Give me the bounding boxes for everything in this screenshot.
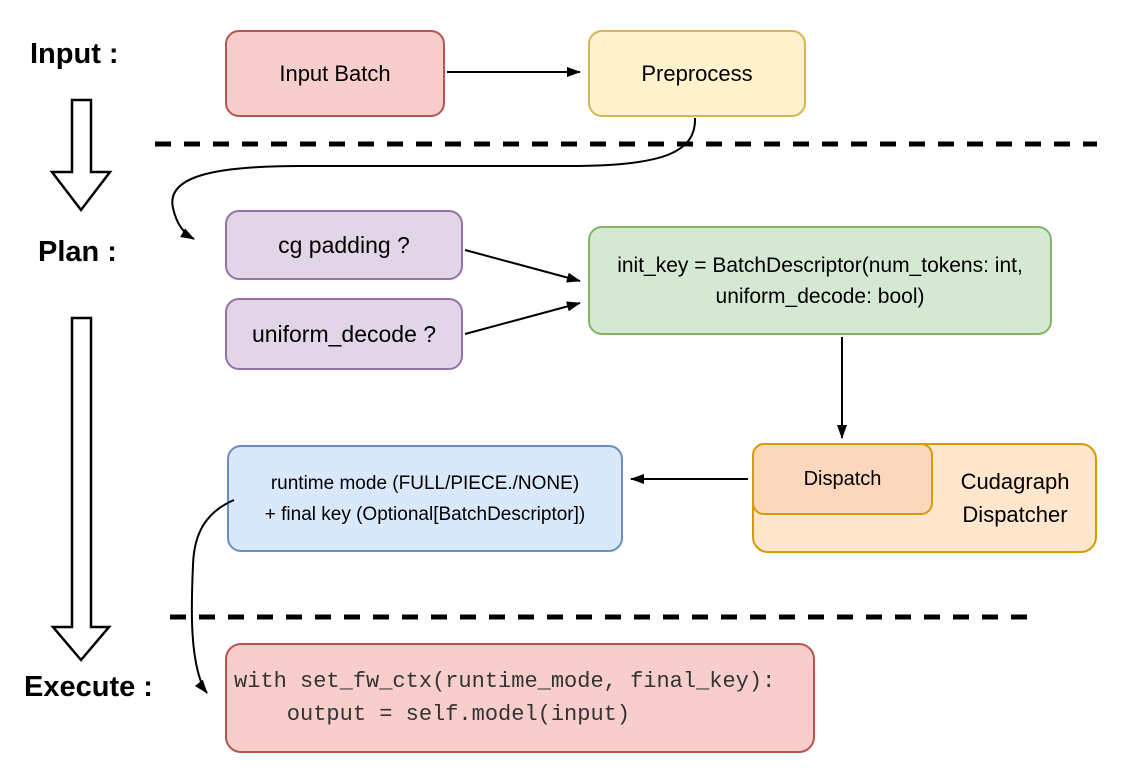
arrow-uniformdecode-to-initkey bbox=[464, 301, 581, 335]
cudagraph-dispatcher-line2: Dispatcher bbox=[962, 502, 1068, 527]
runtime-mode-line1: runtime mode (FULL/PIECE./NONE) bbox=[270, 472, 580, 494]
init-key-line1: init_key = BatchDescriptor(num_tokens: i… bbox=[617, 253, 1023, 277]
runtime-mode-line2: + final key (Optional[BatchDescriptor]) bbox=[264, 503, 586, 525]
execute-code-line2: output = self.model(input) bbox=[234, 702, 631, 727]
uniform-decode-label: uniform_decode ? bbox=[251, 320, 437, 347]
cg-padding-node: cg padding ? bbox=[225, 210, 463, 280]
init-key-node: init_key = BatchDescriptor(num_tokens: i… bbox=[588, 226, 1052, 335]
arrow-cgpadding-to-initkey bbox=[464, 249, 581, 283]
init-key-line2: uniform_decode: bool) bbox=[715, 284, 925, 308]
execute-code-node: with set_fw_ctx(runtime_mode, final_key)… bbox=[225, 643, 815, 753]
stage-label-execute: Execute : bbox=[24, 671, 153, 703]
flow-arrow-input-to-plan-icon bbox=[49, 98, 113, 213]
cudagraph-dispatcher-line1: Cudagraph bbox=[960, 469, 1070, 494]
runtime-mode-node: runtime mode (FULL/PIECE./NONE) + final … bbox=[227, 445, 623, 552]
input-batch-label: Input Batch bbox=[279, 60, 391, 86]
preprocess-node: Preprocess bbox=[588, 30, 806, 117]
stage-label-plan: Plan : bbox=[38, 236, 117, 268]
flow-arrow-plan-to-execute-icon bbox=[50, 316, 112, 662]
execute-code-line1: with set_fw_ctx(runtime_mode, final_key)… bbox=[234, 669, 776, 694]
cg-padding-label: cg padding ? bbox=[278, 231, 410, 258]
preprocess-label: Preprocess bbox=[641, 60, 753, 86]
dispatch-label: Dispatch bbox=[803, 467, 882, 490]
input-batch-node: Input Batch bbox=[225, 30, 445, 117]
dispatch-node: Dispatch bbox=[752, 443, 933, 515]
stage-label-input: Input : bbox=[30, 38, 119, 70]
cudagraph-dispatcher-label: Cudagraph Dispatcher bbox=[933, 443, 1097, 553]
uniform-decode-node: uniform_decode ? bbox=[225, 298, 463, 370]
